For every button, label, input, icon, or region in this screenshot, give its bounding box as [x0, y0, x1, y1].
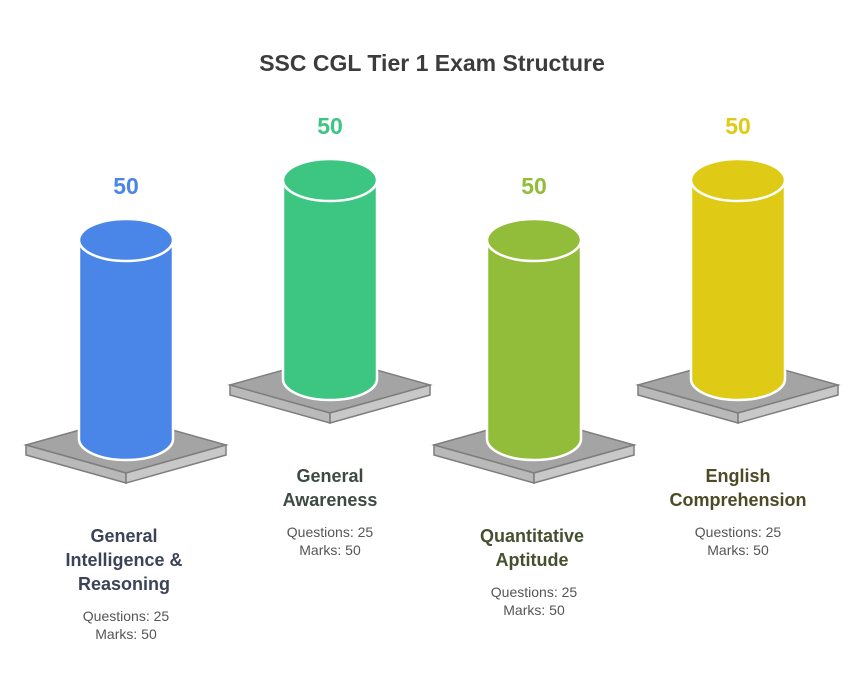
- section-2-questions: Questions: 25: [286, 524, 374, 540]
- section-2-marks: Marks: 50: [299, 542, 361, 558]
- section-1-label: General Intelligence & Reasoning: [65, 526, 183, 594]
- section-2-value: 50: [317, 113, 343, 139]
- section-3-cylinder-body: [485, 238, 583, 462]
- section-3-platform-right-face: [533, 444, 635, 484]
- section-4-label: English Comprehension: [669, 466, 807, 510]
- section-3-cylinder-top: [485, 217, 583, 263]
- section-4-value: 50: [725, 113, 751, 139]
- section-4-platform-right-face: [737, 384, 839, 424]
- section-4-marks: Marks: 50: [707, 542, 769, 558]
- diagram-title: SSC CGL Tier 1 Exam Structure: [259, 50, 605, 76]
- section-1-cylinder-group: [23, 217, 229, 484]
- section-3-label: Quantitative Aptitude: [479, 526, 585, 570]
- section-1-details: Questions: 25 Marks: 50: [26, 607, 226, 643]
- section-2-label: General Awareness: [282, 466, 378, 510]
- section-3-value: 50: [521, 173, 547, 199]
- section-1-value: 50: [113, 173, 139, 199]
- section-4-cylinder-group: [635, 157, 841, 424]
- section-2-cylinder-body: [281, 178, 379, 402]
- section-1-cylinder-top: [77, 217, 175, 263]
- section-4-cylinder-top: [689, 157, 787, 203]
- section-3-details: Questions: 25 Marks: 50: [434, 583, 634, 619]
- section-1-marks: Marks: 50: [95, 626, 157, 642]
- section-2-cylinder-top: [281, 157, 379, 203]
- section-4-details: Questions: 25 Marks: 50: [638, 523, 838, 559]
- section-2-platform-right-face: [329, 384, 431, 424]
- section-1-questions: Questions: 25: [82, 608, 170, 624]
- section-2-cylinder-group: [227, 157, 433, 424]
- section-1-platform-right-face: [125, 444, 227, 484]
- section-4-questions: Questions: 25: [694, 524, 782, 540]
- section-4-cylinder-body: [689, 178, 787, 402]
- section-2-details: Questions: 25 Marks: 50: [230, 523, 430, 559]
- section-1-cylinder-body: [77, 238, 175, 462]
- section-3-marks: Marks: 50: [503, 602, 565, 618]
- section-3-questions: Questions: 25: [490, 584, 578, 600]
- section-3-cylinder-group: [431, 217, 637, 484]
